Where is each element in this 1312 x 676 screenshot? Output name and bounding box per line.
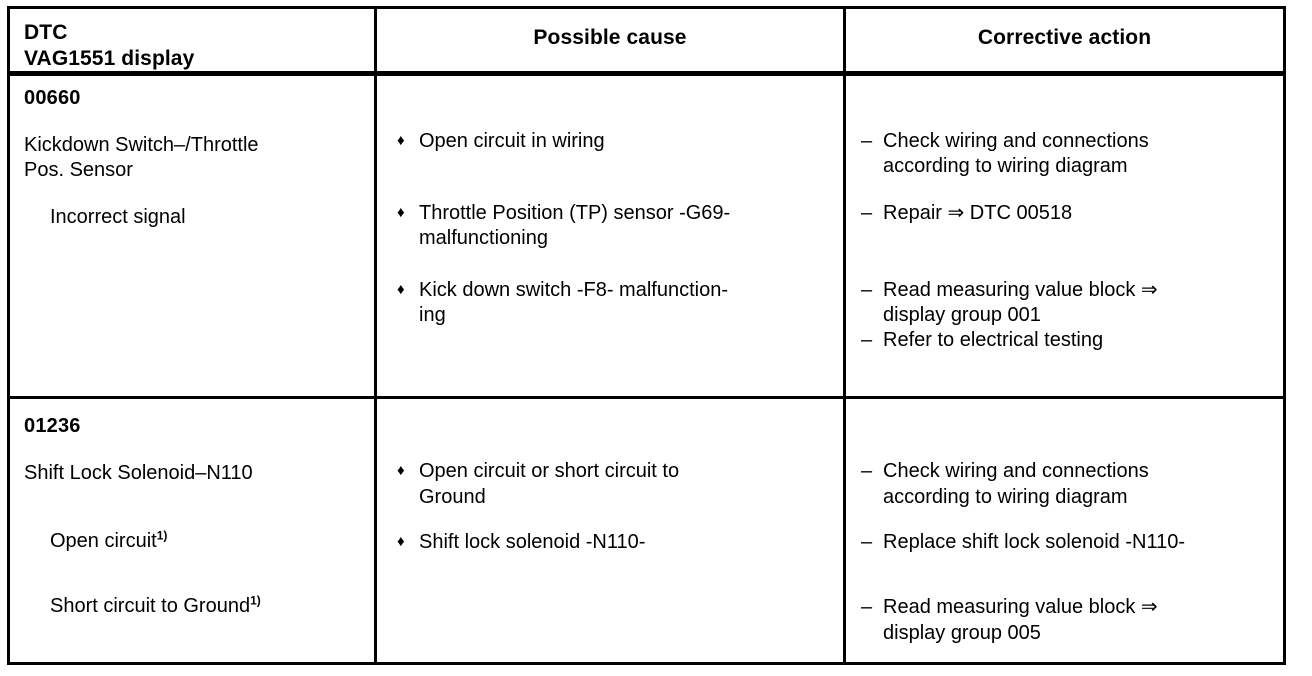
dash-bullet-icon: –	[861, 460, 873, 483]
dtc-description-line1: Shift Lock Solenoid–N110	[24, 462, 253, 485]
action-item: – Replace shift lock solenoid -N110-	[861, 530, 1286, 555]
header-row: DTC VAG1551 display Possible cause Corre…	[8, 7, 1285, 77]
column-header-possible-cause: Possible cause	[374, 7, 845, 77]
cause-item-line1: Kick down switch -F8- malfunction-	[419, 279, 728, 302]
diamond-bullet-icon: ♦	[397, 281, 405, 299]
dtc-description-line1: Kickdown Switch–/Throttle	[24, 134, 259, 157]
table-header: DTC VAG1551 display Possible cause Corre…	[8, 7, 1285, 77]
cause-item-line1: Throttle Position (TP) sensor -G69-	[419, 202, 731, 225]
action-item: – Check wiring and connections according…	[861, 129, 1271, 179]
dash-bullet-icon: –	[861, 279, 873, 302]
cause-item: ♦ Throttle Position (TP) sensor -G69- ma…	[397, 201, 837, 251]
dash-bullet-icon: –	[861, 202, 873, 225]
action-item-line1: Read measuring value block ⇒	[883, 279, 1158, 302]
dtc-sub-fault: Short circuit to Ground1)	[24, 595, 261, 618]
dtc-sub-fault-text: Incorrect signal	[50, 206, 186, 229]
action-item-line1: Read measuring value block ⇒	[883, 596, 1158, 619]
cell-possible-cause-01236: ♦ Open circuit or short circuit to Groun…	[374, 396, 845, 664]
dash-bullet-icon: –	[861, 329, 873, 352]
dtc-code: 00660	[24, 87, 81, 110]
action-item: – Refer to electrical testing	[861, 328, 1276, 353]
cell-corrective-action-01236: – Check wiring and connections according…	[843, 396, 1286, 664]
dtc-code: 01236	[24, 415, 81, 438]
action-item-line1: Repair ⇒ DTC 00518	[883, 202, 1073, 225]
cause-item-line1: Open circuit in wiring	[419, 130, 605, 153]
action-item-line1: Check wiring and connections	[883, 460, 1149, 483]
cause-item: ♦ Open circuit or short circuit to Groun…	[397, 459, 827, 509]
cell-possible-cause-00660: ♦ Open circuit in wiring ♦ Throttle Posi…	[374, 73, 845, 398]
cause-item-line2: Ground	[419, 485, 486, 508]
footnote-marker: 1)	[250, 593, 261, 608]
dtc-description-line2: Pos. Sensor	[24, 159, 133, 182]
action-item-line2: display group 005	[883, 621, 1041, 644]
diamond-bullet-icon: ♦	[397, 204, 405, 222]
cause-item: ♦ Kick down switch -F8- malfunction- ing	[397, 278, 842, 328]
action-item-line1: Check wiring and connections	[883, 130, 1149, 153]
dash-bullet-icon: –	[861, 531, 873, 554]
dtc-sub-fault: Open circuit1)	[24, 530, 167, 553]
dtc-description: Kickdown Switch–/Throttle Pos. Sensor	[24, 133, 364, 183]
action-item: – Repair ⇒ DTC 00518	[861, 201, 1271, 226]
cause-item: ♦ Shift lock solenoid -N110-	[397, 530, 827, 555]
column-header-corrective-action: Corrective action	[843, 7, 1285, 77]
column-header-dtc: DTC VAG1551 display	[8, 7, 376, 77]
footnote-marker: 1)	[156, 528, 168, 543]
dash-bullet-icon: –	[861, 596, 873, 619]
column-header-possible-cause-label: Possible cause	[533, 26, 687, 49]
action-item-line2: according to wiring diagram	[883, 485, 1128, 508]
cell-dtc-00660: 00660 Kickdown Switch–/Throttle Pos. Sen…	[8, 73, 376, 398]
action-item-line2: display group 001	[883, 304, 1041, 327]
action-item-line1: Refer to electrical testing	[883, 329, 1104, 352]
cause-item-line2: malfunctioning	[419, 227, 548, 250]
dtc-sub-fault-text: Open circuit	[50, 530, 157, 553]
action-item: – Check wiring and connections according…	[861, 459, 1276, 509]
action-item: – Read measuring value block ⇒ display g…	[861, 595, 1276, 645]
action-item-line1: Replace shift lock solenoid -N110-	[883, 531, 1186, 554]
cause-item-line1: Shift lock solenoid -N110-	[419, 531, 646, 554]
dash-bullet-icon: –	[861, 130, 873, 153]
table-body: 00660 Kickdown Switch–/Throttle Pos. Sen…	[8, 73, 1286, 664]
cause-item-line2: ing	[419, 304, 446, 327]
diamond-bullet-icon: ♦	[397, 132, 405, 150]
column-header-dtc-line1: DTC	[24, 21, 68, 44]
cause-item-line1: Open circuit or short circuit to	[419, 460, 680, 483]
action-item-line2: according to wiring diagram	[883, 155, 1128, 178]
dtc-description: Shift Lock Solenoid–N110	[24, 461, 369, 486]
column-header-dtc-line2: VAG1551 display	[24, 46, 195, 70]
table-row-01236: 01236 Shift Lock Solenoid–N110 Open circ…	[8, 396, 1286, 664]
column-header-corrective-action-label: Corrective action	[977, 26, 1152, 49]
dtc-sub-fault-text: Short circuit to Ground	[50, 595, 251, 618]
action-item: – Read measuring value block ⇒ display g…	[861, 278, 1276, 328]
dtc-sub-fault: Incorrect signal	[24, 206, 186, 229]
table-row-00660: 00660 Kickdown Switch–/Throttle Pos. Sen…	[8, 73, 1285, 398]
cell-dtc-01236: 01236 Shift Lock Solenoid–N110 Open circ…	[8, 396, 376, 664]
cause-item: ♦ Open circuit in wiring	[397, 129, 827, 154]
cell-corrective-action-00660: – Check wiring and connections according…	[843, 73, 1285, 398]
diamond-bullet-icon: ♦	[397, 533, 405, 551]
diamond-bullet-icon: ♦	[397, 462, 405, 480]
dtc-fault-table: DTC VAG1551 display Possible cause Corre…	[7, 6, 1286, 665]
